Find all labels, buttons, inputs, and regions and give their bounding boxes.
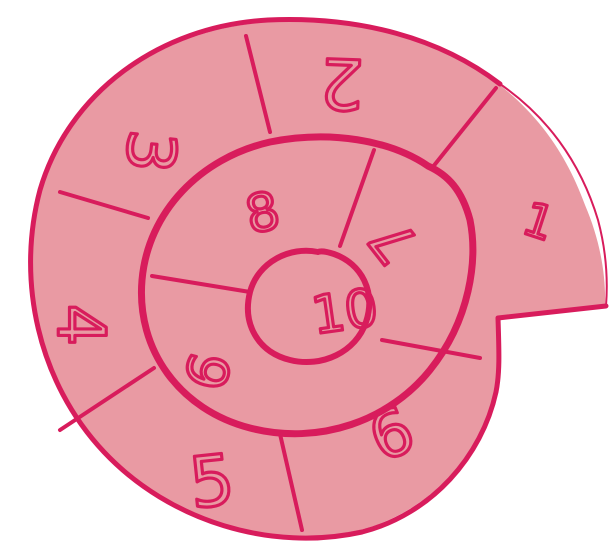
spiral-number-10: 10	[308, 278, 382, 347]
spiral-number-2: 2	[318, 41, 365, 125]
spiral-number-4: 4	[42, 304, 119, 346]
spiral-number-3: 3	[110, 126, 191, 176]
spiral-number-5: 5	[186, 439, 239, 525]
